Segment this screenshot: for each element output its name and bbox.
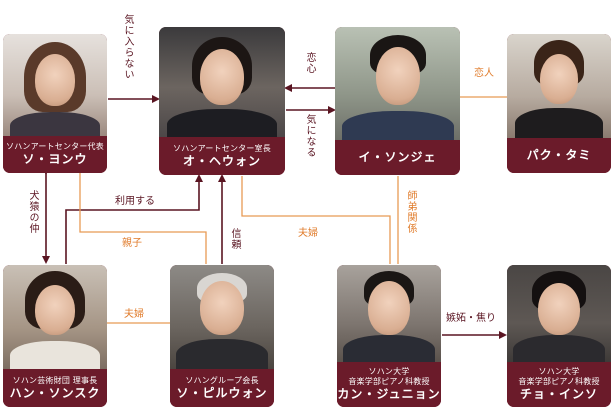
relation-label-shinrai: 信頼 xyxy=(229,228,240,250)
character-name: ハン・ソンスク xyxy=(9,385,101,400)
character-name: ソ・ピルウォン xyxy=(176,385,268,400)
portrait-photo xyxy=(170,265,274,373)
portrait-photo xyxy=(3,34,107,142)
line-fuufu-right xyxy=(241,176,391,264)
character-card-so-yonu[interactable]: ソハンアートセンター代表 ソ・ヨンウ xyxy=(3,34,107,173)
character-role: ソハンアートセンター代表 xyxy=(6,142,104,151)
character-role: ソハンアートセンター室長 xyxy=(173,143,271,153)
character-card-so-piruwon[interactable]: ソハングループ会長 ソ・ピルウォン xyxy=(170,265,274,407)
portrait-photo xyxy=(507,34,611,142)
relation-label-riyou: 利用する xyxy=(115,196,155,207)
character-role: ソハン芸術財団 理事長 xyxy=(12,375,98,385)
relation-label-fuufu-right: 夫婦 xyxy=(298,228,318,239)
character-name: オ・ヘウォン xyxy=(182,153,261,168)
portrait-photo xyxy=(507,265,611,367)
relation-label-koibito: 恋人 xyxy=(474,68,494,79)
character-card-kan-junyon[interactable]: ソハン大学 音楽学部ピアノ科教授 カン・ジュニョン xyxy=(337,265,441,407)
relation-label-ki-ni-naru: 気になる xyxy=(304,114,315,158)
character-name: カン・ジュニョン xyxy=(337,387,441,401)
portrait-photo xyxy=(337,265,441,367)
character-card-paku-tami[interactable]: パク・タミ xyxy=(507,34,611,173)
arrow-riyou xyxy=(65,174,203,264)
character-name: イ・ソンジェ xyxy=(358,150,437,164)
character-name: ソ・ヨンウ xyxy=(22,152,88,166)
relation-label-fuufu-left: 夫婦 xyxy=(124,309,144,320)
relation-label-oyako: 親子 xyxy=(122,238,142,249)
character-role: 音楽学部ピアノ科教授 xyxy=(348,377,430,386)
portrait-photo xyxy=(335,27,460,145)
character-role: 音楽学部ピアノ科教授 xyxy=(518,377,600,386)
character-role: ソハン大学 xyxy=(368,367,410,376)
line-oyako xyxy=(79,173,207,264)
character-role: ソハン大学 xyxy=(538,367,580,376)
character-name: チョ・インソ xyxy=(519,387,598,401)
portrait-photo xyxy=(159,27,285,143)
portrait-photo xyxy=(3,265,107,373)
relation-label-shitei: 師弟関係 xyxy=(405,190,416,234)
character-role: ソハングループ会長 xyxy=(185,375,259,385)
relation-label-ki-ni-iranai: 気に入らない xyxy=(122,14,133,80)
character-card-cho-inso[interactable]: ソハン大学 音楽学部ピアノ科教授 チョ・インソ xyxy=(507,265,611,407)
relation-label-shitto: 嫉妬・焦り xyxy=(446,313,496,324)
relation-label-koigokoro: 恋心 xyxy=(304,52,315,74)
character-card-han-sonsuku[interactable]: ソハン芸術財団 理事長 ハン・ソンスク xyxy=(3,265,107,407)
relation-label-kenen: 犬猿の仲 xyxy=(27,190,38,234)
character-card-o-hewon[interactable]: ソハンアートセンター室長 オ・ヘウォン xyxy=(159,27,285,175)
character-card-i-sonje[interactable]: イ・ソンジェ xyxy=(335,27,460,175)
character-name: パク・タミ xyxy=(526,148,592,162)
